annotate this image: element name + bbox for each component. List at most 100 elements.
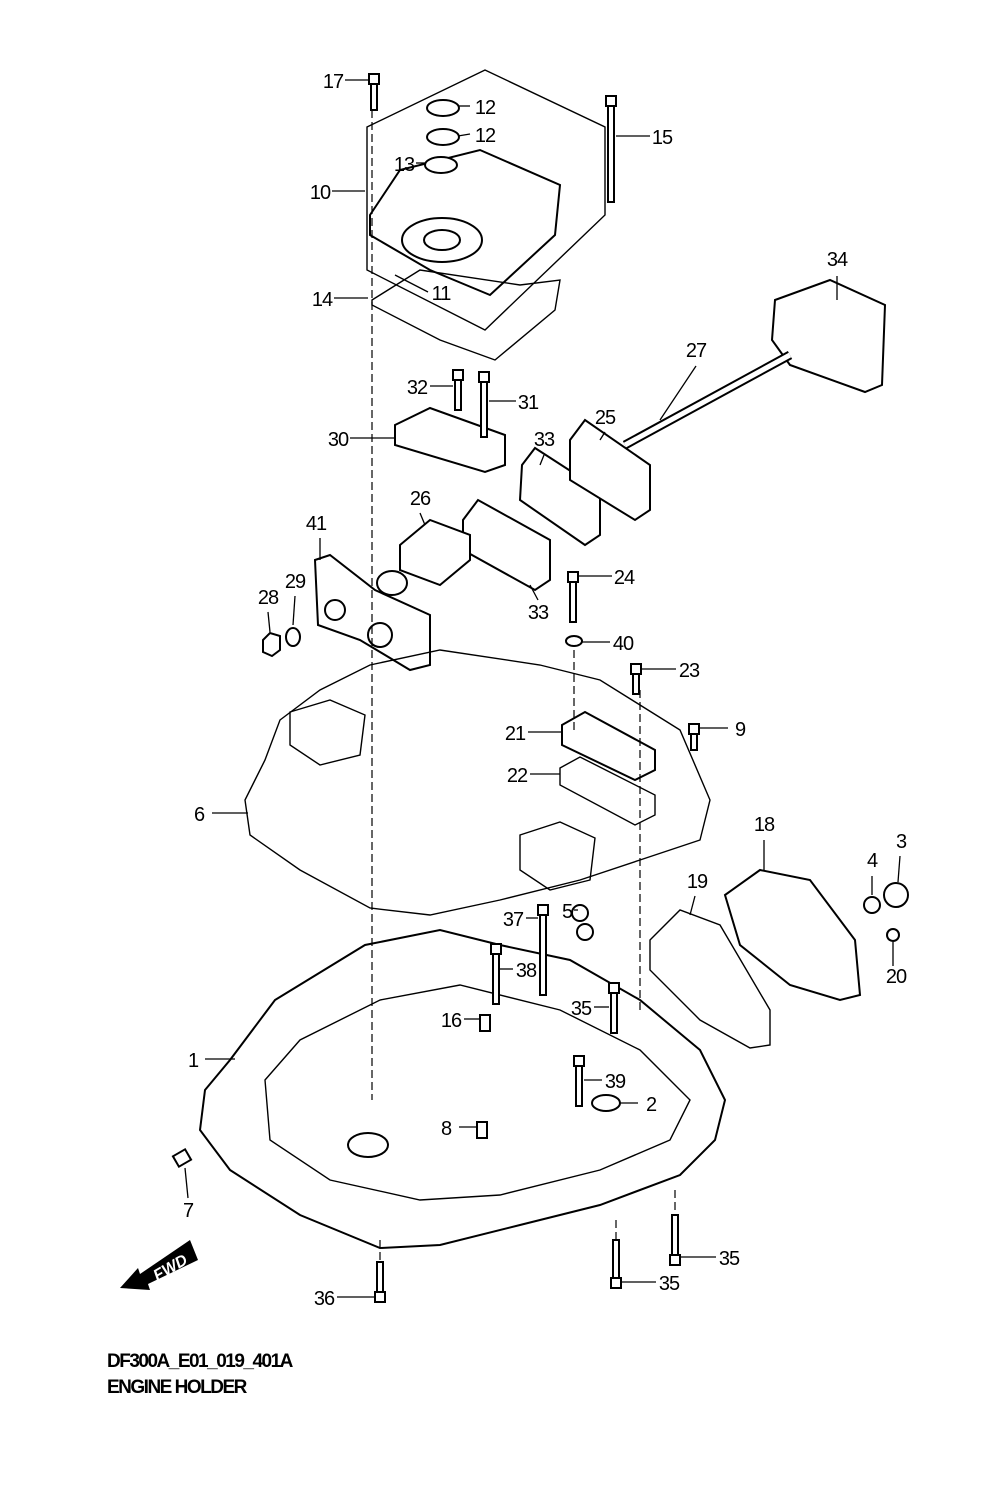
callout-number-35[interactable]: 35 bbox=[571, 998, 593, 1020]
fwd-arrow-shape bbox=[120, 1240, 198, 1290]
callout-number-7[interactable]: 7 bbox=[183, 1200, 195, 1222]
callout-leader-line bbox=[599, 431, 606, 441]
o-ring-2 bbox=[591, 1094, 621, 1112]
bolt-37 bbox=[537, 904, 549, 996]
plate-25 bbox=[569, 418, 651, 522]
washer-40 bbox=[565, 635, 583, 647]
callout-number-4[interactable]: 4 bbox=[867, 850, 879, 872]
callout-number-29[interactable]: 29 bbox=[285, 571, 307, 593]
bolt-35-bottom-b bbox=[610, 1239, 622, 1289]
callout-number-19[interactable]: 19 bbox=[687, 871, 709, 893]
callout-leader-line bbox=[394, 274, 429, 293]
callout-leader-line bbox=[457, 133, 471, 137]
callout-number-13[interactable]: 13 bbox=[394, 154, 416, 176]
gasket-6-port bbox=[519, 821, 596, 891]
bolt-15 bbox=[605, 95, 617, 203]
gasket-22 bbox=[559, 756, 656, 826]
bolt-36 bbox=[374, 1261, 386, 1303]
plate-33-lower bbox=[462, 498, 551, 592]
callout-number-41[interactable]: 41 bbox=[306, 513, 328, 535]
bracket-41-hole bbox=[324, 599, 346, 621]
dowel-8 bbox=[476, 1121, 488, 1139]
callout-number-15[interactable]: 15 bbox=[652, 127, 674, 149]
bushing-26 bbox=[399, 518, 471, 587]
callout-number-3[interactable]: 3 bbox=[896, 831, 908, 853]
callout-number-22[interactable]: 22 bbox=[507, 765, 529, 787]
bolt-31 bbox=[478, 371, 490, 438]
callout-number-36[interactable]: 36 bbox=[314, 1288, 336, 1310]
callout-number-39[interactable]: 39 bbox=[605, 1071, 627, 1093]
diagram-title: ENGINE HOLDER bbox=[107, 1377, 247, 1398]
washer-29 bbox=[285, 627, 301, 647]
bolt-32 bbox=[452, 369, 464, 411]
fwd-arrow-icon: FWD bbox=[120, 1240, 198, 1290]
callout-number-17[interactable]: 17 bbox=[323, 71, 345, 93]
engine-holder-inner bbox=[264, 984, 691, 1201]
gasket-19 bbox=[649, 909, 771, 1049]
o-ring-13 bbox=[424, 156, 458, 174]
callout-leader-line bbox=[539, 454, 545, 466]
callout-number-25[interactable]: 25 bbox=[595, 407, 617, 429]
callout-number-9[interactable]: 9 bbox=[735, 719, 747, 741]
bolt-35 bbox=[608, 982, 620, 1034]
callout-number-14[interactable]: 14 bbox=[312, 289, 334, 311]
callout-leader-line bbox=[897, 855, 901, 883]
bolt-35-bottom-a bbox=[669, 1214, 681, 1266]
callout-number-1[interactable]: 1 bbox=[188, 1050, 200, 1072]
bracket-30 bbox=[394, 406, 506, 474]
diagram-code: DF300A_E01_019_401A bbox=[107, 1351, 293, 1372]
callout-number-10[interactable]: 10 bbox=[310, 182, 332, 204]
callout-number-30[interactable]: 30 bbox=[328, 429, 350, 451]
callout-leader-line bbox=[689, 895, 696, 916]
callout-number-35[interactable]: 35 bbox=[659, 1273, 681, 1295]
callout-number-21[interactable]: 21 bbox=[505, 723, 527, 745]
callout-number-2[interactable]: 2 bbox=[646, 1094, 658, 1116]
bolt-23 bbox=[630, 663, 642, 695]
callout-number-35[interactable]: 35 bbox=[719, 1248, 741, 1270]
callout-number-23[interactable]: 23 bbox=[679, 660, 701, 682]
callout-number-34[interactable]: 34 bbox=[827, 249, 849, 271]
cover-group-outline bbox=[366, 69, 606, 331]
bolt-39 bbox=[573, 1055, 585, 1107]
callout-number-37[interactable]: 37 bbox=[503, 909, 525, 931]
callout-leader-line bbox=[267, 611, 271, 633]
callout-number-26[interactable]: 26 bbox=[410, 488, 432, 510]
engine-holder-1 bbox=[198, 928, 727, 1250]
callout-number-12[interactable]: 12 bbox=[475, 125, 497, 147]
callout-number-33[interactable]: 33 bbox=[534, 429, 556, 451]
bolt-20 bbox=[886, 928, 900, 942]
callout-number-12[interactable]: 12 bbox=[475, 97, 497, 119]
bushing-26-end bbox=[376, 570, 408, 596]
o-ring-5 bbox=[571, 904, 589, 922]
callout-number-27[interactable]: 27 bbox=[686, 340, 708, 362]
callout-number-5[interactable]: 5 bbox=[562, 901, 574, 923]
callout-number-8[interactable]: 8 bbox=[441, 1118, 453, 1140]
callout-number-11[interactable]: 11 bbox=[432, 283, 453, 305]
callout-number-32[interactable]: 32 bbox=[407, 377, 429, 399]
callout-number-24[interactable]: 24 bbox=[614, 567, 636, 589]
callout-leader-line bbox=[419, 512, 426, 526]
o-ring-5 bbox=[576, 923, 594, 941]
callout-number-18[interactable]: 18 bbox=[754, 814, 776, 836]
gasket-6 bbox=[244, 649, 711, 916]
callout-number-38[interactable]: 38 bbox=[516, 960, 538, 982]
nut-28 bbox=[262, 631, 281, 658]
oil-seal-12a bbox=[426, 99, 460, 117]
callout-number-16[interactable]: 16 bbox=[441, 1010, 463, 1032]
plug-3 bbox=[883, 882, 909, 908]
callout-leader-line bbox=[659, 365, 697, 421]
gasket-6-port bbox=[289, 699, 366, 766]
callout-number-28[interactable]: 28 bbox=[258, 587, 280, 609]
callout-number-6[interactable]: 6 bbox=[194, 804, 206, 826]
callout-number-40[interactable]: 40 bbox=[613, 633, 635, 655]
gasket-14 bbox=[371, 269, 561, 361]
oil-seal-12b bbox=[426, 128, 460, 146]
shaft-27-highlight bbox=[623, 352, 792, 448]
callout-number-20[interactable]: 20 bbox=[886, 966, 908, 988]
callout-number-33[interactable]: 33 bbox=[528, 602, 550, 624]
holder-bore bbox=[347, 1132, 389, 1158]
dowel-16 bbox=[479, 1014, 491, 1032]
callout-number-31[interactable]: 31 bbox=[518, 392, 540, 414]
